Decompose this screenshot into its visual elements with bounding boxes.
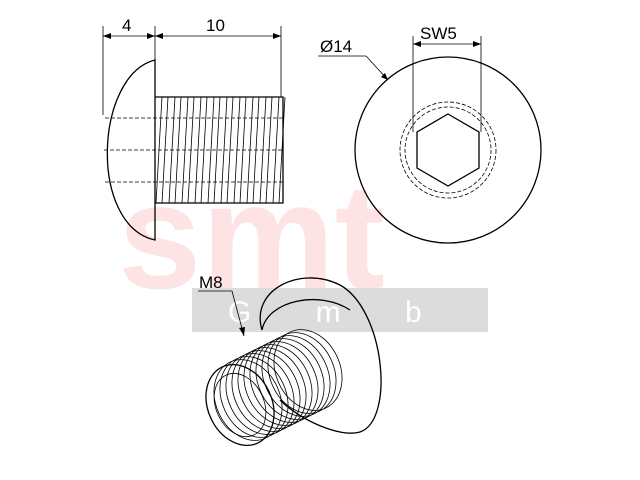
watermark-subtitle: G m b H — [228, 296, 536, 329]
screw-head-3d — [259, 277, 382, 434]
thread-ring — [249, 341, 319, 423]
dimension-head-height: 4 — [122, 16, 131, 35]
thread-ring — [231, 350, 301, 432]
thread-ring — [225, 353, 295, 435]
dimension-thread-length: 10 — [206, 16, 225, 35]
thread-ring — [255, 338, 325, 420]
head-outline-circle — [354, 56, 542, 244]
hex-socket — [416, 113, 480, 187]
shank-end — [205, 363, 275, 447]
watermark: smt G m b H — [118, 152, 536, 332]
top-view: SW5 Ø14 — [318, 24, 542, 244]
screw-shank-side — [155, 96, 284, 204]
dimension-head-diameter: Ø14 — [320, 37, 352, 56]
dimension-hex-socket: SW5 — [420, 24, 457, 43]
thread-ring — [273, 329, 343, 411]
isometric-view: M8 — [198, 273, 382, 447]
dimension-thread-size: M8 — [199, 273, 223, 292]
screw-head-side — [106, 59, 156, 241]
side-view: 4 10 — [102, 16, 286, 241]
thread-line — [207, 96, 221, 204]
thread-ring — [243, 344, 313, 426]
thread-ring — [237, 347, 307, 429]
thread-ring — [267, 332, 337, 414]
thread-ring — [261, 335, 331, 417]
thread-lines-3d — [213, 329, 343, 441]
thread-ring — [219, 356, 289, 438]
